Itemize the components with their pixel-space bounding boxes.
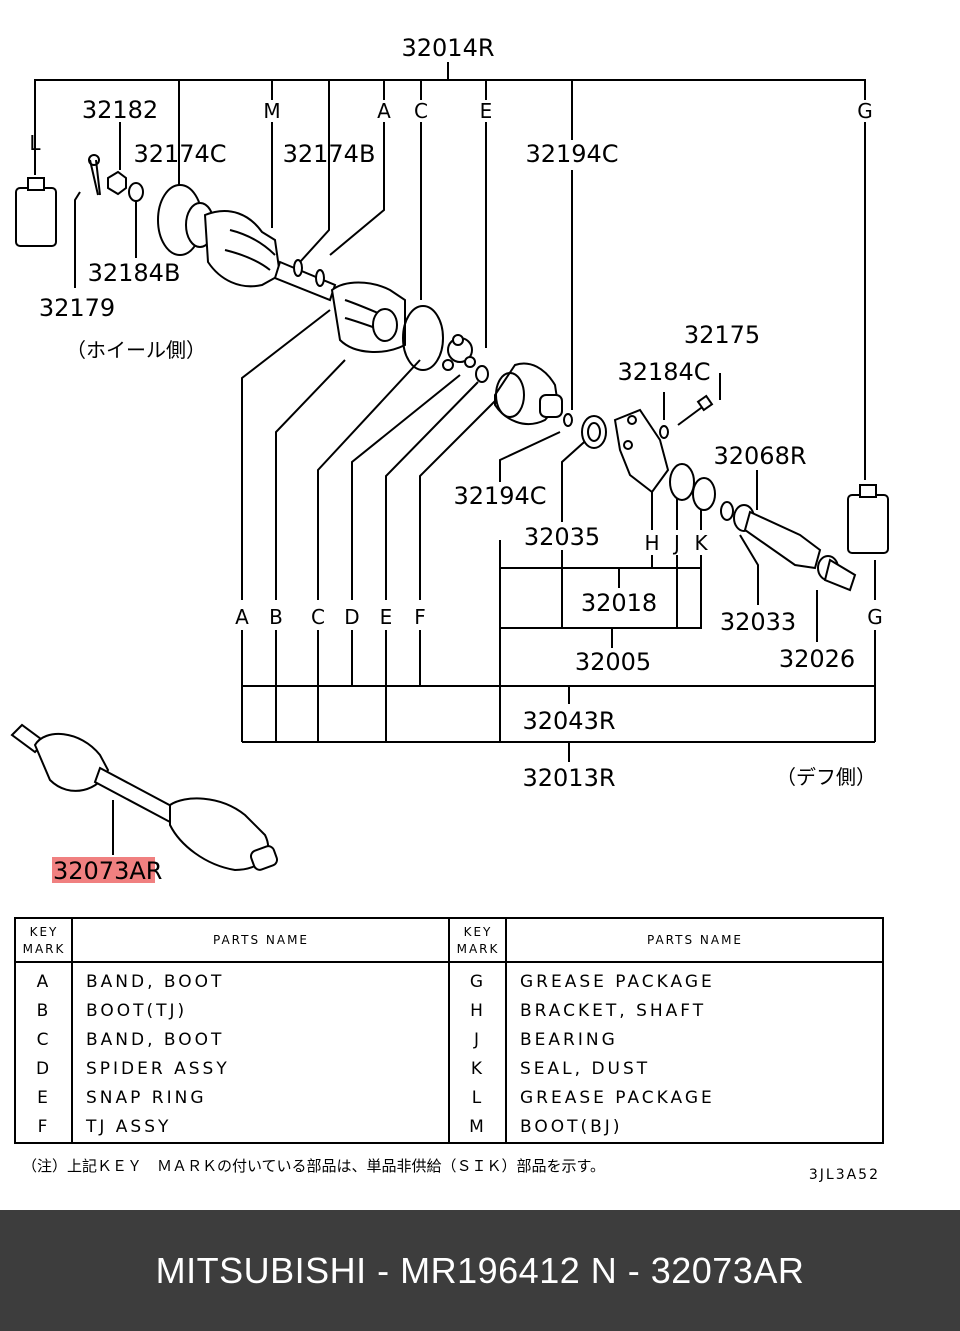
table-key-mark: E (37, 1088, 51, 1108)
label-32184C: 32184C (617, 358, 710, 386)
table-part-name: SEAL, DUST (520, 1059, 650, 1079)
parts-diagram: 32014R 32182 32174C 32174B 32194C 32184B… (10, 34, 889, 1183)
label-32194C-mid: 32194C (453, 482, 546, 510)
label-32174C: 32174C (133, 140, 226, 168)
label-32018: 32018 (581, 589, 657, 617)
table-part-name: BAND, BOOT (86, 972, 224, 992)
letter-C-bottom: C (311, 605, 325, 629)
bolt (677, 404, 706, 426)
letter-L: L (29, 131, 41, 155)
table-key-mark: G (470, 972, 486, 992)
label-32035: 32035 (524, 523, 600, 551)
footer-text: MITSUBISHI - MR196412 N - 32073AR (155, 1249, 805, 1291)
label-32026: 32026 (779, 645, 855, 673)
label-32033: 32033 (720, 608, 796, 636)
table-part-name: BOOT(BJ) (520, 1117, 622, 1137)
snap-ring (475, 365, 489, 383)
table-note: （注）上記ＫＥＹ ＭＡＲＫの付いている部品は、単品非供給（ＳＩＫ）部品を示す。 (22, 1157, 605, 1175)
table-part-name: BEARING (520, 1030, 618, 1050)
bearing (669, 463, 695, 501)
letter-E-bottom: E (380, 605, 393, 629)
table-key-mark: L (472, 1088, 484, 1108)
parts-table: KEY MARK PARTS NAME KEY MARK PARTS NAME … (14, 917, 884, 1144)
part-highlight (52, 857, 155, 883)
table-part-name: SPIDER ASSY (86, 1059, 230, 1079)
dust-seal (692, 477, 716, 511)
table-key-mark: D (36, 1059, 52, 1079)
table-part-name: BAND, BOOT (86, 1030, 224, 1050)
table-key-mark: F (38, 1117, 51, 1137)
oil-seal (581, 415, 607, 449)
table-header-key-left: KEY (30, 925, 59, 939)
label-32005: 32005 (575, 648, 651, 676)
label-32182: 32182 (82, 96, 158, 124)
table-header-name-right: PARTS NAME (647, 933, 743, 947)
table-part-name: BOOT(TJ) (86, 1001, 187, 1021)
table-part-name: GREASE PACKAGE (520, 972, 715, 992)
label-32179: 32179 (39, 294, 115, 322)
letter-K: K (694, 531, 708, 555)
letter-J: J (672, 531, 680, 555)
table-header-name-left: PARTS NAME (213, 933, 309, 947)
shaft-band-area (273, 260, 337, 302)
table-key-mark: A (37, 972, 52, 992)
label-32068R: 32068R (713, 442, 806, 470)
shaft-bracket (613, 408, 670, 494)
driveshaft-assembly (10, 723, 279, 872)
spider-assy (442, 334, 476, 371)
label-diff-side: （デフ側） (776, 765, 876, 789)
table-header-mark-left: MARK (23, 942, 66, 956)
letter-C-top: C (414, 99, 428, 123)
table-key-mark: J (473, 1030, 482, 1050)
table-part-name: GREASE PACKAGE (520, 1088, 715, 1108)
label-32175: 32175 (684, 321, 760, 349)
letter-B-bottom: B (269, 605, 283, 629)
letter-E-top: E (480, 99, 493, 123)
table-key-mark: H (470, 1001, 486, 1021)
table-key-mark: M (469, 1117, 487, 1137)
table-rows: A BAND, BOOT B BOOT(TJ) C BAND, BOOT D SPIDER A… (36, 972, 715, 1137)
boot-band (402, 305, 444, 371)
grease-package-left (15, 177, 57, 247)
table-key-mark: B (37, 1001, 52, 1021)
letter-G-top: G (857, 99, 873, 123)
nut (107, 170, 127, 196)
bj-joint (157, 184, 282, 288)
letter-A-bottom: A (235, 605, 249, 629)
cotter-pin (89, 159, 101, 196)
table-part-name: SNAP RING (86, 1088, 207, 1108)
letter-D-bottom: D (344, 605, 359, 629)
table-part-name: TJ ASSY (85, 1117, 171, 1137)
label-32013R: 32013R (522, 764, 615, 792)
letter-G-bottom: G (867, 605, 883, 629)
top-bracket-line (34, 79, 866, 155)
table-key-mark: K (471, 1059, 485, 1079)
table-key-mark: C (37, 1030, 52, 1050)
washer-small (659, 425, 669, 439)
label-32184B: 32184B (88, 259, 181, 287)
table-part-name: BRACKET, SHAFT (520, 1001, 706, 1021)
inner-shaft (720, 501, 857, 592)
label-32194C-top: 32194C (525, 140, 618, 168)
letter-M: M (263, 99, 280, 123)
tj-boot (330, 281, 406, 353)
label-32043R: 32043R (522, 707, 615, 735)
letter-H: H (644, 531, 659, 555)
tj-housing (494, 362, 563, 425)
table-header-key-right: KEY (464, 925, 493, 939)
label-wheel-side: （ホイール側） (66, 338, 206, 362)
washer (128, 182, 144, 202)
label-32073AR: 32073AR (53, 857, 162, 885)
footer-banner: MITSUBISHI - MR196412 N - 32073AR (0, 1210, 960, 1331)
table-header-mark-right: MARK (457, 942, 500, 956)
grease-package-right (847, 484, 889, 554)
label-32174B: 32174B (283, 140, 376, 168)
letter-F-bottom: F (414, 605, 426, 629)
letter-A-top: A (377, 99, 391, 123)
drawing-code: 3JL3A52 (809, 1167, 880, 1183)
label-32014R: 32014R (401, 34, 494, 62)
